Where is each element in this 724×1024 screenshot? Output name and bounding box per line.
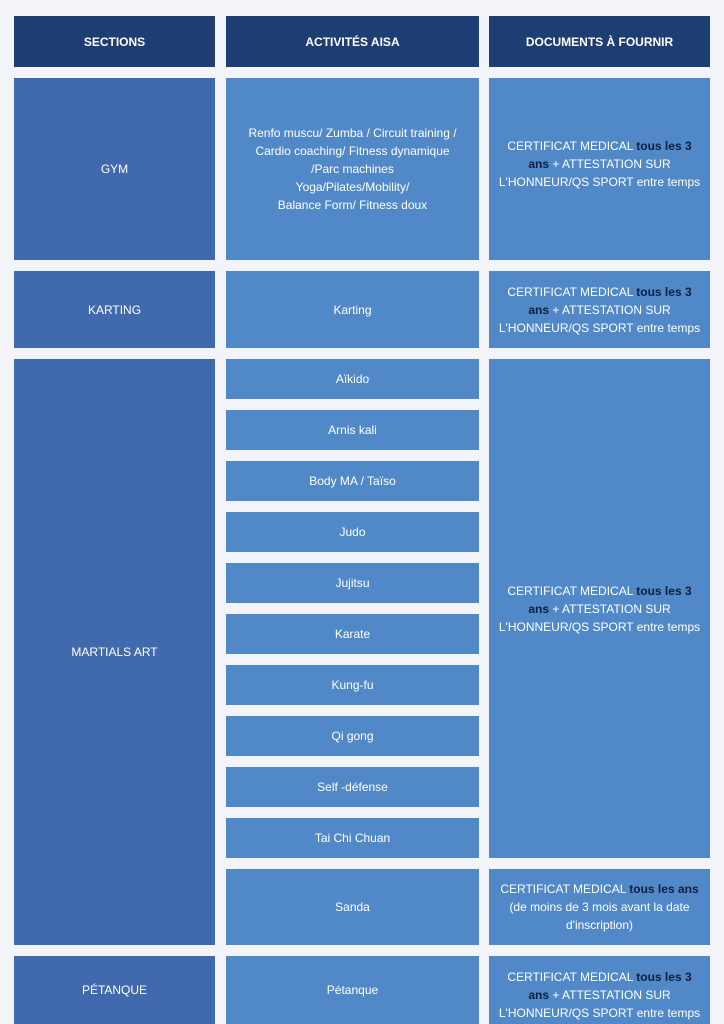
documents-petanque: CERTIFICAT MEDICAL tous les 3 ans + ATTE… <box>489 956 710 1024</box>
documents-petanque-text: CERTIFICAT MEDICAL tous les 3 ans + ATTE… <box>497 968 702 1022</box>
doc-emphasis: tous les 3 ans <box>528 284 692 317</box>
doc-text: + ATTESTATION SUR L'HONNEUR/QS SPORT ent… <box>498 988 701 1020</box>
section-martial-arts-label: MARTIALS ART <box>71 645 158 659</box>
header-activities-label: ACTIVITÉS AISA <box>305 34 400 49</box>
activity-gym-line: Yoga/Pilates/Mobility/ <box>295 180 410 194</box>
activity-kung-fu: Kung-fu <box>226 665 479 705</box>
activity-qi-gong: Qi gong <box>226 716 479 756</box>
documents-martial-arts: CERTIFICAT MEDICAL tous les 3 ans + ATTE… <box>489 359 710 858</box>
doc-text: CERTIFICAT MEDICAL <box>507 284 637 299</box>
header-sections: SECTIONS <box>14 16 215 67</box>
activity-label: Karate <box>334 627 371 641</box>
activity-petanque-label: Pétanque <box>326 983 379 997</box>
documents-sanda: CERTIFICAT MEDICAL tous les ans (de moin… <box>489 869 710 945</box>
header-activities: ACTIVITÉS AISA <box>226 16 479 67</box>
activity-gym-line: Renfo muscu/ Zumba / Circuit training / <box>248 126 457 140</box>
documents-gym: CERTIFICAT MEDICAL tous les 3 ans + ATTE… <box>489 78 710 260</box>
doc-text: + ATTESTATION SUR L'HONNEUR/QS SPORT ent… <box>498 157 701 189</box>
doc-text: CERTIFICAT MEDICAL <box>507 139 637 153</box>
activity-jujitsu: Jujitsu <box>226 563 479 603</box>
section-petanque: PÉTANQUE <box>14 956 215 1024</box>
activity-karting: Karting <box>226 271 479 348</box>
activity-gym-line: /Parc machines <box>311 162 394 176</box>
doc-emphasis: tous les ans <box>629 882 699 896</box>
doc-emphasis: tous les 3 ans <box>528 583 692 616</box>
activity-label: Judo <box>339 525 366 539</box>
doc-text: CERTIFICAT MEDICAL <box>500 882 630 896</box>
activity-label: Tai Chi Chuan <box>314 831 391 845</box>
doc-text: CERTIFICAT MEDICAL <box>507 583 637 598</box>
documents-gym-text: CERTIFICAT MEDICAL tous les 3 ans + ATTE… <box>497 137 702 191</box>
activity-gym-line: Cardio coaching/ Fitness dynamique <box>255 144 450 158</box>
activity-label: Arnis kali <box>328 423 377 437</box>
activity-aikido: Aïkido <box>226 359 479 399</box>
activity-gym: Renfo muscu/ Zumba / Circuit training / … <box>226 78 479 260</box>
activity-sanda: Sanda <box>226 869 479 945</box>
doc-emphasis: tous les 3 ans <box>528 139 692 171</box>
header-documents-label: DOCUMENTS À FOURNIR <box>525 34 674 49</box>
doc-text: + ATTESTATION SUR L'HONNEUR/QS SPORT ent… <box>498 601 701 634</box>
section-karting: KARTING <box>14 271 215 348</box>
documents-karting-text: CERTIFICAT MEDICAL tous les 3 ans + ATTE… <box>497 283 702 337</box>
doc-emphasis: tous les 3 ans <box>528 970 692 1002</box>
doc-text: CERTIFICAT MEDICAL <box>507 970 637 984</box>
activity-self-defense: Self -défense <box>226 767 479 807</box>
activity-label: Jujitsu <box>335 576 370 590</box>
doc-text: (de moins de 3 mois avant la date d'insc… <box>509 900 690 932</box>
activity-karting-label: Karting <box>333 302 372 317</box>
activity-arnis-kali: Arnis kali <box>226 410 479 450</box>
section-martial-arts: MARTIALS ART <box>14 359 215 945</box>
activity-label: Body MA / Taïso <box>309 474 396 488</box>
activity-body-ma-taiso: Body MA / Taïso <box>226 461 479 501</box>
activity-label: Sanda <box>335 900 370 914</box>
section-gym-label: GYM <box>100 162 129 176</box>
documents-martial-arts-text: CERTIFICAT MEDICAL tous les 3 ans + ATTE… <box>497 582 702 636</box>
activity-judo: Judo <box>226 512 479 552</box>
activity-gym-text: Renfo muscu/ Zumba / Circuit training / … <box>248 124 456 214</box>
doc-text: + ATTESTATION SUR L'HONNEUR/QS SPORT ent… <box>498 302 701 335</box>
section-karting-label: KARTING <box>87 302 142 317</box>
documents-sanda-text: CERTIFICAT MEDICAL tous les ans (de moin… <box>497 880 702 934</box>
documents-karting: CERTIFICAT MEDICAL tous les 3 ans + ATTE… <box>489 271 710 348</box>
activity-tai-chi-chuan: Tai Chi Chuan <box>226 818 479 858</box>
activity-petanque: Pétanque <box>226 956 479 1024</box>
activity-gym-line: Balance Form/ Fitness doux <box>277 198 428 212</box>
header-documents: DOCUMENTS À FOURNIR <box>489 16 710 67</box>
activity-karate: Karate <box>226 614 479 654</box>
activity-label: Kung-fu <box>331 678 374 692</box>
activity-label: Self -défense <box>317 780 388 794</box>
header-sections-label: SECTIONS <box>83 34 146 49</box>
section-gym: GYM <box>14 78 215 260</box>
activity-label: Qi gong <box>331 729 374 743</box>
activity-label: Aïkido <box>335 372 370 386</box>
section-petanque-label: PÉTANQUE <box>81 983 148 997</box>
